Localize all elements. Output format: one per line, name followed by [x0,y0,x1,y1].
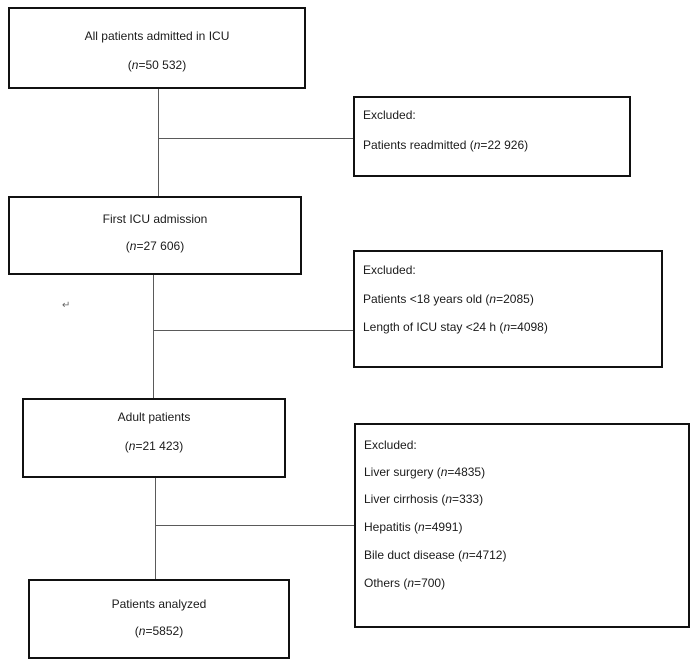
flow-box-first-icu-admission: First ICU admission (n=27 606) [8,196,302,275]
n-symbol: n [138,624,146,638]
n-symbol: n [473,138,481,152]
exclusion-item: Length of ICU stay <24 h (n=4098) [363,320,548,334]
flow-box-count: (n=27 606) [125,239,185,253]
exclusion-item-count: 4991 [431,520,459,534]
exclusion-item-label: Length of ICU stay <24 h [363,320,497,334]
count-value: 21 423 [142,439,180,453]
exclusion-box-liver-conditions: Excluded: Liver surgery (n=4835) Liver c… [354,423,690,628]
n-symbol: n [418,520,425,534]
n-symbol: n [128,439,136,453]
exclusion-item-count: 333 [459,492,480,506]
exclusion-box-readmitted: Excluded: Patients readmitted (n=22 926) [353,96,631,177]
exclusion-header: Excluded: [364,438,417,452]
connector-branch-1 [158,138,354,139]
count-value: 50 532 [145,58,183,72]
exclusion-item-count: 2085 [503,292,530,306]
exclusion-item-count: 22 926 [487,138,525,152]
exclusion-item: Bile duct disease (n=4712) [364,548,507,562]
flow-box-patients-analyzed: Patients analyzed (n=5852) [28,579,290,659]
flow-box-title: Patients analyzed [111,597,207,611]
flow-box-title: All patients admitted in ICU [84,29,230,43]
exclusion-item-label: Bile duct disease [364,548,455,562]
count-value: 5852 [152,624,180,638]
exclusion-item: Liver cirrhosis (n=333) [364,492,484,506]
n-symbol: n [407,576,415,590]
n-symbol: n [489,292,497,306]
exclusion-item-label: Patients <18 years old [363,292,483,306]
exclusion-box-age-and-stay: Excluded: Patients <18 years old (n=2085… [353,250,663,368]
exclusion-item: Others (n=700) [364,576,446,590]
exclusion-header: Excluded: [363,263,416,277]
flow-box-title: Adult patients [117,410,191,424]
exclusion-item: Patients <18 years old (n=2085) [363,292,534,306]
connector-vertical-2 [153,274,154,398]
exclusion-item-count: 4835 [454,465,482,479]
exclusion-item-count: 4712 [475,548,503,562]
exclusion-item-label: Patients readmitted [363,138,467,152]
n-symbol: n [445,492,453,506]
exclusion-item-label: Hepatitis [364,520,411,534]
exclusion-item-label: Liver surgery [364,465,434,479]
exclusion-item-label: Others [364,576,401,590]
flow-box-adult-patients: Adult patients (n=21 423) [22,398,286,478]
n-symbol: n [129,239,137,253]
connector-branch-2 [153,330,354,331]
exclusion-item: Liver surgery (n=4835) [364,465,486,479]
flow-box-title: First ICU admission [102,212,208,226]
paragraph-mark: ↵ [62,300,71,311]
exclusion-item: Hepatitis (n=4991) [364,520,463,534]
n-symbol: n [440,465,448,479]
n-symbol: n [462,548,469,562]
exclusion-item-label: Liver cirrhosis [364,492,439,506]
flow-box-count: (n=50 532) [127,58,187,72]
connector-branch-3 [155,525,355,526]
exclusion-item-count: 700 [421,576,442,590]
exclusion-item: Patients readmitted (n=22 926) [363,138,529,152]
flow-box-count: (n=21 423) [124,439,184,453]
connector-vertical-1 [158,88,159,198]
n-symbol: n [503,320,511,334]
connector-vertical-3 [155,477,156,580]
exclusion-header: Excluded: [363,108,416,122]
count-value: 27 606 [143,239,181,253]
n-symbol: n [131,58,139,72]
flow-box-all-patients: All patients admitted in ICU (n=50 532) [8,7,306,89]
flow-box-count: (n=5852) [134,624,184,638]
exclusion-item-count: 4098 [517,320,544,334]
